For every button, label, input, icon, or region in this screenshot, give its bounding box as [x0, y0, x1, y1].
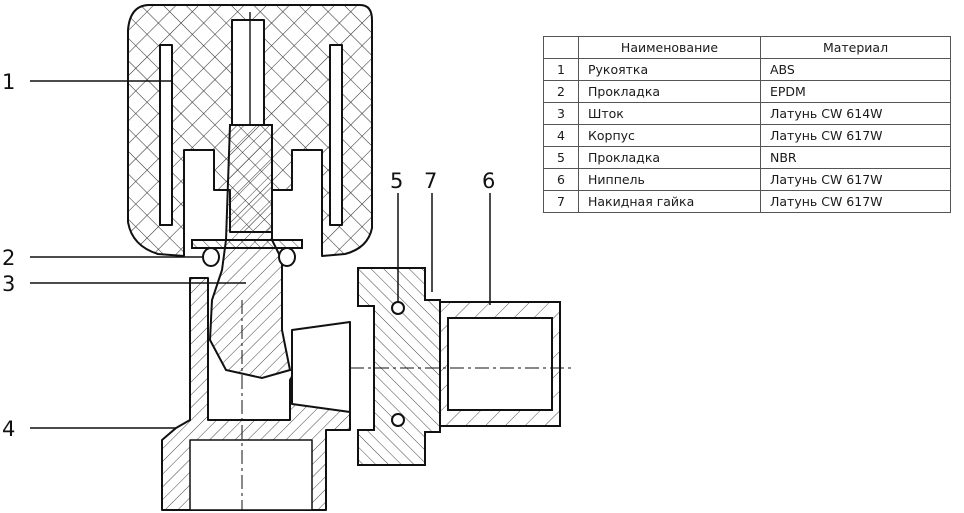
- row-name: Корпус: [578, 124, 761, 147]
- callout-7: 7: [424, 169, 437, 193]
- union-nut: [357, 267, 441, 466]
- header-name: Наименование: [578, 36, 761, 59]
- row-material: Латунь CW 617W: [760, 168, 951, 191]
- callout-3: 3: [2, 272, 15, 296]
- row-name: Прокладка: [578, 146, 761, 169]
- row-number: 7: [543, 190, 579, 213]
- row-material: Латунь CW 617W: [760, 124, 951, 147]
- header-number: [543, 36, 579, 59]
- callout-5: 5: [390, 169, 403, 193]
- row-name: Ниппель: [578, 168, 761, 191]
- callout-2: 2: [2, 246, 15, 270]
- table-row: 1 Рукоятка ABS: [543, 58, 951, 81]
- leader-lines: [30, 80, 491, 429]
- row-number: 1: [543, 58, 579, 81]
- stem-gasket: [191, 239, 303, 267]
- row-number: 6: [543, 168, 579, 191]
- row-material: Латунь CW 617W: [760, 190, 951, 213]
- row-material: NBR: [760, 146, 951, 169]
- table-row: 5 Прокладка NBR: [543, 146, 951, 169]
- table-row: 4 Корпус Латунь CW 617W: [543, 124, 951, 147]
- table-row: 3 Шток Латунь CW 614W: [543, 102, 951, 125]
- row-number: 5: [543, 146, 579, 169]
- row-name: Шток: [578, 102, 761, 125]
- row-material: Латунь CW 614W: [760, 102, 951, 125]
- parts-table: Наименование Материал 1 Рукоятка ABS 2 П…: [543, 36, 951, 213]
- table-row: 6 Ниппель Латунь CW 617W: [543, 168, 951, 191]
- callout-6: 6: [482, 169, 495, 193]
- table-row: 2 Прокладка EPDM: [543, 80, 951, 103]
- header-material: Материал: [760, 36, 951, 59]
- row-name: Прокладка: [578, 80, 761, 103]
- union-gasket: [391, 301, 405, 427]
- callout-4: 4: [2, 417, 15, 441]
- nipple-part: [350, 301, 575, 427]
- row-number: 2: [543, 80, 579, 103]
- row-material: ABS: [760, 58, 951, 81]
- row-name: Накидная гайка: [578, 190, 761, 213]
- table-row: 7 Накидная гайка Латунь CW 617W: [543, 190, 951, 213]
- callout-labels: 1 2 3 4 5 7 6: [2, 70, 495, 441]
- row-number: 4: [543, 124, 579, 147]
- callout-1: 1: [2, 70, 15, 94]
- parts-table-header: Наименование Материал: [543, 36, 951, 59]
- valve-body: [161, 277, 351, 511]
- row-name: Рукоятка: [578, 58, 761, 81]
- row-material: EPDM: [760, 80, 951, 103]
- row-number: 3: [543, 102, 579, 125]
